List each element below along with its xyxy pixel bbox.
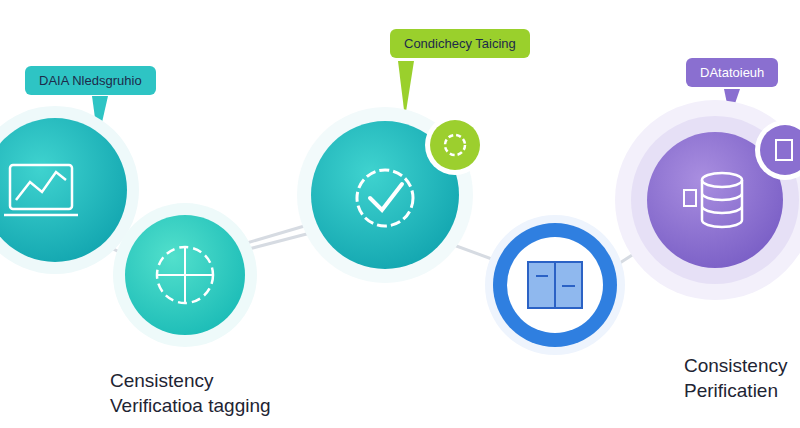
- cycle-circle: [113, 203, 257, 347]
- callout-box: Condichecy Taicing: [390, 29, 530, 58]
- database-circle: [615, 100, 800, 300]
- step-label: Verificatioa tagging: [110, 395, 271, 417]
- callout-text: DAIA Nledsgruhio: [39, 73, 142, 88]
- callout-box: DAIA Nledsgruhio: [25, 66, 156, 95]
- step-label: Consistency: [684, 355, 788, 377]
- step-label: Perificatien: [684, 380, 778, 402]
- callout-text: Condichecy Taicing: [404, 36, 516, 51]
- gear-check-circle: [297, 107, 485, 283]
- callout-box: DAtatoieuh: [686, 58, 778, 87]
- step-label: Censistency: [110, 370, 214, 392]
- callout-text: DAtatoieuh: [700, 65, 764, 80]
- document-circle: [485, 215, 625, 355]
